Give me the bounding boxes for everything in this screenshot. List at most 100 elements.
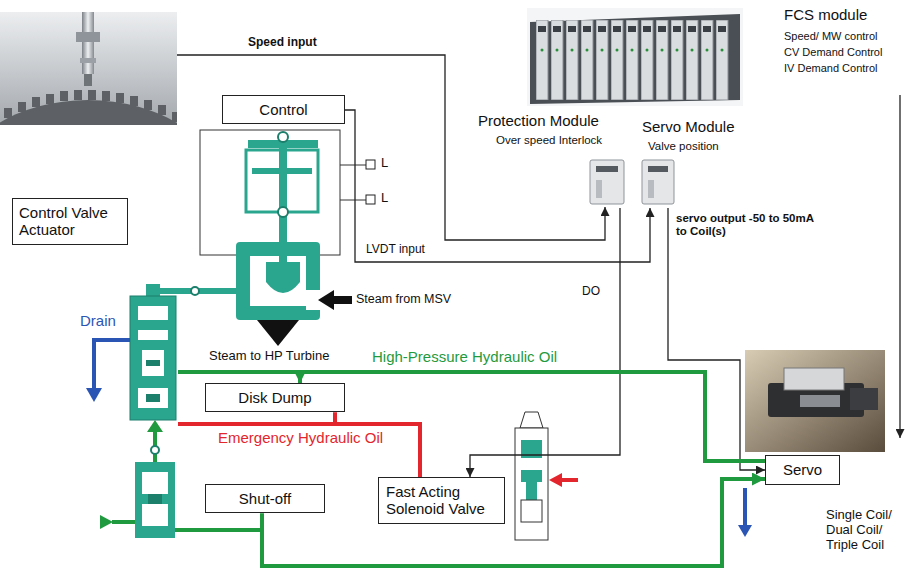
fcs-modules: [536, 20, 731, 100]
limit-switch-label: L: [381, 191, 388, 206]
coil-note: Single Coil/ Dual Coil/ Triple Coil: [826, 508, 912, 553]
steam-inlet-arrow: [318, 290, 352, 310]
sensor-ring: [80, 58, 96, 63]
node-text: CV Demand Control: [784, 46, 913, 59]
actuator-chamber: [138, 330, 168, 340]
node-heading: Disk Dump: [212, 389, 338, 406]
node-heading: Protection Module: [478, 112, 624, 129]
valve-stem: [279, 242, 287, 264]
solenoid-part: [521, 500, 542, 522]
valve-inlet: [306, 290, 320, 310]
module-caption: Protection ModuleOver speed Interlock: [476, 110, 626, 208]
flow-arrow: [147, 420, 163, 432]
signal-name: Speed input: [248, 36, 317, 50]
limit-switch: [366, 195, 375, 204]
gear-tooth: [144, 100, 152, 110]
gear-wheel: [0, 100, 177, 125]
gear-tooth: [116, 93, 124, 103]
gear-tooth: [158, 105, 166, 115]
emergency-oil-pipe: [560, 478, 578, 482]
sensor-tip: [84, 74, 92, 86]
signal-name: DO: [582, 285, 600, 299]
protection-module-picture: [590, 160, 624, 204]
flow-arrow: [549, 473, 562, 487]
shutoff-chamber: [142, 472, 168, 494]
solenoid-part: [521, 470, 542, 482]
signal-name: servo output -50 to 50mA to Coil(s): [676, 212, 826, 238]
label-box: Servo: [765, 455, 840, 485]
signal-wire: [899, 95, 900, 438]
gear-tooth: [74, 90, 82, 100]
valve-joint: [278, 207, 288, 217]
node-heading: FCS module: [784, 6, 913, 23]
control-frame: [200, 130, 340, 255]
gear-tooth: [88, 90, 96, 100]
node-heading: Control: [229, 101, 338, 118]
hp-oil-pipe: [178, 370, 302, 374]
actuator-rod: [146, 284, 160, 296]
servo-coil: [850, 388, 878, 410]
signal-name: LVDT input: [366, 243, 425, 257]
solenoid-part: [526, 482, 537, 500]
gear-tooth: [32, 97, 40, 107]
node-text: IV Demand Control: [784, 62, 913, 75]
node-text: Valve position: [648, 140, 763, 153]
flow-label: Steam to HP Turbine: [209, 349, 329, 364]
speed-signal-wire: [177, 55, 605, 240]
label-box: Fast Acting Solenoid Valve: [378, 477, 505, 524]
label-box: Control Valve Actuator: [12, 198, 128, 245]
valve-pivot: [278, 132, 288, 142]
solenoid-valve: [515, 428, 548, 540]
limit-switch: [366, 160, 375, 169]
emergency-oil-pipe: [178, 422, 337, 426]
fcs-photo-ground: [527, 8, 743, 106]
limit-switch-wire: [340, 200, 366, 201]
servo-photo: [745, 350, 885, 452]
node-text: Speed/ MW control: [784, 30, 913, 43]
label-box: Disk Dump: [205, 383, 345, 412]
module-caption: FCS moduleSpeed/ MW control CV Demand Con…: [782, 4, 915, 76]
valve-stem: [279, 148, 287, 258]
disk-dump-disk: [146, 394, 160, 402]
speed-sensor-photo: [0, 12, 177, 125]
gear-tooth: [60, 91, 68, 101]
link-pivot: [191, 287, 199, 295]
line-label: Emergency Hydraulic Oil: [218, 429, 383, 446]
fcs-rack: [530, 14, 740, 104]
sensor-probe: [82, 12, 94, 74]
oil-return-pipe: [175, 528, 264, 532]
actuator-plate: [146, 360, 160, 366]
flow-label: Drain: [80, 312, 116, 329]
node-heading: Fast Acting Solenoid Valve: [386, 483, 497, 518]
actuator-cylinder: [130, 296, 176, 420]
steam-outlet-arrow: [257, 320, 299, 346]
line-label: High-Pressure Hydraulic Oil: [372, 348, 557, 365]
drain-arrow: [738, 525, 752, 537]
valve-body: [236, 242, 320, 320]
flow-label: Steam from MSV: [356, 292, 451, 306]
gear-tooth: [172, 112, 177, 122]
module-detail: [648, 180, 654, 198]
node-heading: Control Valve Actuator: [19, 204, 121, 239]
actuator-chamber: [142, 350, 164, 376]
gear-tooth: [4, 108, 12, 118]
node-text: Over speed Interlock: [496, 134, 624, 147]
drain-arrow: [86, 388, 102, 402]
solenoid-head: [520, 412, 543, 428]
node-heading: Shut-off: [212, 490, 318, 507]
module-detail: [648, 166, 668, 172]
actuator-chamber: [138, 306, 168, 320]
gear-tooth: [130, 96, 138, 106]
valve-chamber: [250, 256, 306, 306]
sensor-nut: [76, 32, 100, 42]
shutoff-chamber: [142, 504, 168, 526]
node-heading: Servo: [772, 461, 833, 478]
signal-wire: [668, 208, 765, 470]
label-box: Control: [222, 95, 345, 124]
servo-cover: [784, 368, 844, 390]
gear-tooth: [102, 91, 110, 101]
drain-pipe: [743, 488, 747, 525]
limit-switch-label: L: [381, 156, 388, 171]
module-detail: [596, 180, 602, 198]
limit-switch-wire: [340, 165, 366, 166]
